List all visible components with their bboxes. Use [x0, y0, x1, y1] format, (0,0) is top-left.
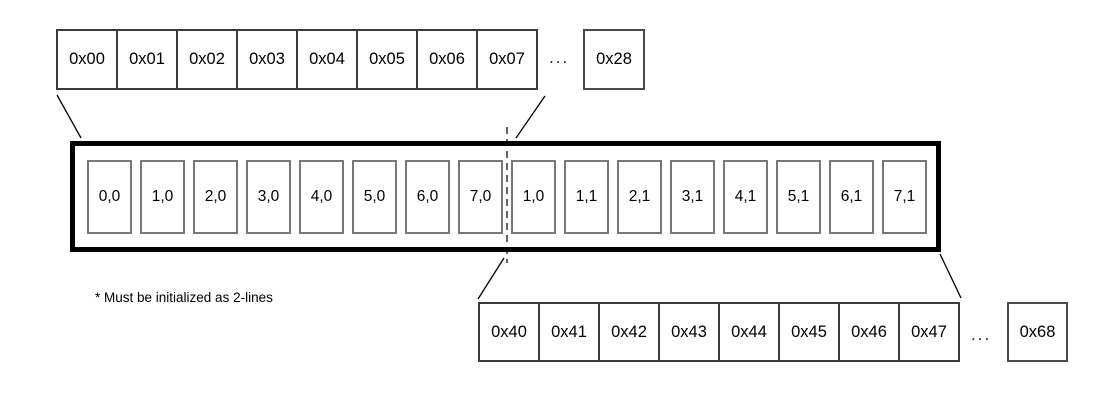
address-cell: 0x44	[718, 302, 780, 362]
bottom-row-ellipsis: ...	[971, 325, 992, 344]
address-cell: 0x04	[296, 29, 358, 90]
buffer-cell: 1,0	[511, 159, 556, 234]
address-cell: 0x07	[476, 29, 538, 90]
address-cell: 0x06	[416, 29, 478, 90]
top-address-row: 0x00 0x01 0x02 0x03 0x04 0x05 0x06 0x07	[56, 29, 538, 90]
address-cell: 0x46	[838, 302, 900, 362]
buffer-cell: 2,0	[193, 159, 238, 234]
address-cell: 0x47	[898, 302, 960, 362]
buffer-cell: 3,1	[670, 159, 715, 234]
buffer-cell: 1,1	[564, 159, 609, 234]
buffer-cell: 6,1	[829, 159, 874, 234]
buffer-cell: 3,0	[246, 159, 291, 234]
address-cell: 0x41	[538, 302, 600, 362]
buffer-cell: 2,1	[617, 159, 662, 234]
connector-bottom-right	[939, 253, 962, 299]
buffer-cell: 5,0	[352, 159, 397, 234]
buffer-cell: 6,0	[405, 159, 450, 234]
address-cell: 0x40	[478, 302, 540, 362]
buffer-cell: 4,0	[299, 159, 344, 234]
line-buffer-frame: 0,0 1,0 2,0 3,0 4,0 5,0 6,0 7,0 1,0 1,1 …	[70, 141, 941, 252]
connector-top-left	[56, 94, 82, 139]
address-cell: 0x03	[236, 29, 298, 90]
buffer-cell: 7,0	[458, 159, 503, 234]
buffer-cell: 4,1	[723, 159, 768, 234]
buffer-cell: 0,0	[87, 159, 132, 234]
address-cell-tail-top: 0x28	[583, 29, 645, 90]
address-cell: 0x43	[658, 302, 720, 362]
address-cell: 0x01	[116, 29, 178, 90]
address-cell: 0x45	[778, 302, 840, 362]
bottom-address-row: 0x40 0x41 0x42 0x43 0x44 0x45 0x46 0x47	[478, 302, 960, 362]
connector-top-right	[515, 95, 546, 139]
buffer-cell: 5,1	[776, 159, 821, 234]
buffer-cell: 7,1	[882, 159, 927, 234]
address-cell: 0x42	[598, 302, 660, 362]
footnote-text: * Must be initialized as 2-lines	[95, 290, 273, 305]
address-cell: 0x05	[356, 29, 418, 90]
address-cell-tail-bottom: 0x68	[1007, 302, 1068, 362]
buffer-cell: 1,0	[140, 159, 185, 234]
address-cell: 0x00	[56, 29, 118, 90]
connector-bottom-left	[477, 257, 505, 300]
top-row-ellipsis: ...	[549, 48, 570, 67]
address-cell: 0x02	[176, 29, 238, 90]
